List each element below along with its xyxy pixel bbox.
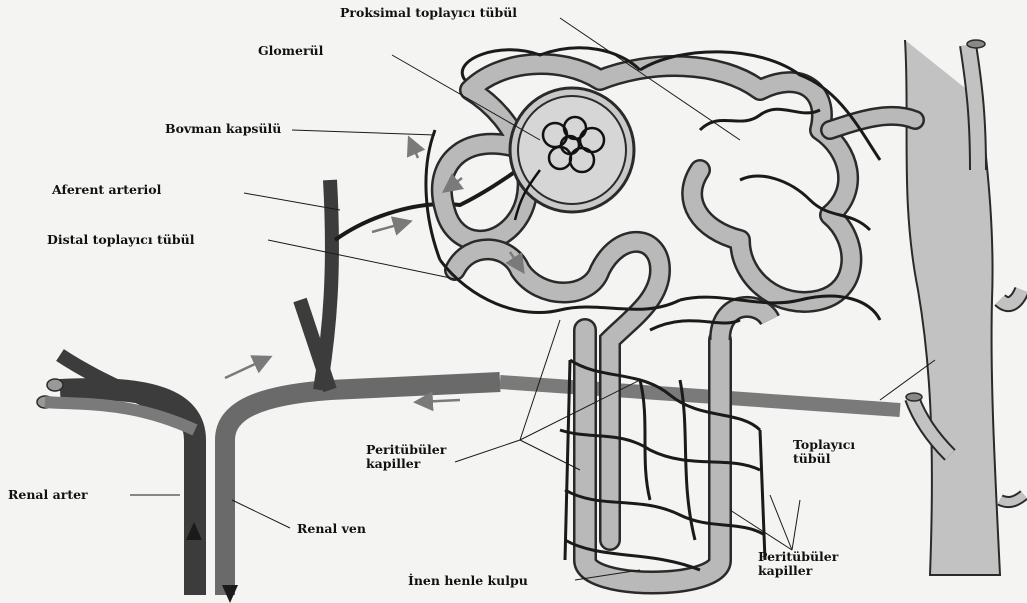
label-bovman-kapsulu: Bovman kapsülü bbox=[165, 122, 281, 136]
label-peritubuler-2-line1: Peritübüler bbox=[758, 550, 838, 564]
label-glomerul: Glomerül bbox=[258, 44, 323, 58]
label-peritubuler-1-line1: Peritübüler bbox=[366, 443, 446, 457]
label-peritubuler-kapiller-2: Peritübüler kapiller bbox=[758, 550, 838, 578]
label-distal-toplayici-tubul: Distal toplayıcı tübül bbox=[47, 233, 194, 247]
label-toplayici-line2: tübül bbox=[793, 452, 855, 466]
label-renal-ven: Renal ven bbox=[297, 522, 366, 536]
label-peritubuler-kapiller-1: Peritübüler kapiller bbox=[366, 443, 446, 471]
label-proksimal-toplayici-tubul: Proksimal toplayıcı tübül bbox=[340, 6, 517, 20]
label-toplayici-line1: Toplayıcı bbox=[793, 438, 855, 452]
flow-arrows bbox=[225, 140, 522, 402]
proximal-tubule bbox=[442, 64, 852, 302]
label-aferent-arteriol: Aferent arteriol bbox=[52, 183, 161, 197]
label-renal-arter: Renal arter bbox=[8, 488, 88, 502]
label-toplayici-tubul: Toplayıcı tübül bbox=[793, 438, 855, 466]
label-peritubuler-1-line2: kapiller bbox=[366, 457, 446, 471]
label-peritubuler-2-line2: kapiller bbox=[758, 564, 838, 578]
label-inen-henle-kulpu: İnen henle kulpu bbox=[408, 574, 528, 588]
bowman-capsule bbox=[510, 88, 634, 212]
